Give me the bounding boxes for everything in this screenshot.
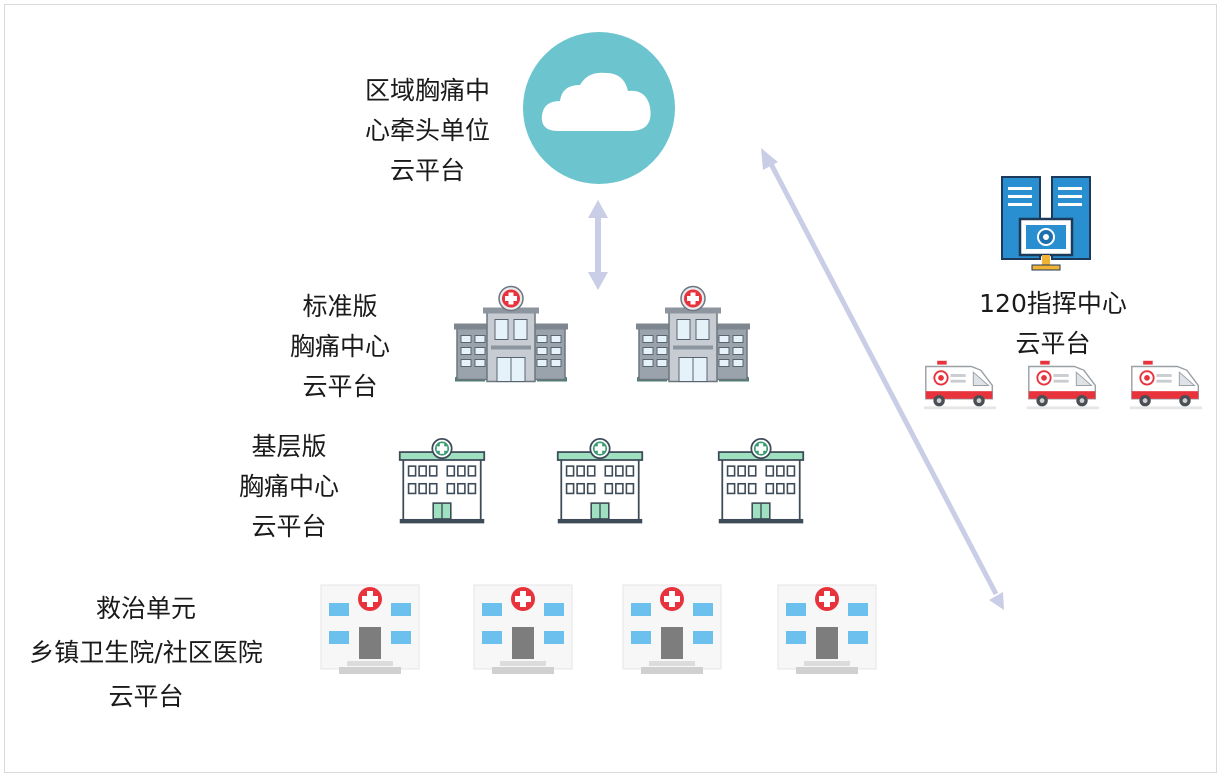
regional-tier-label: 区域胸痛中 心牵头单位 云平台 — [355, 71, 500, 191]
health-center-icon — [770, 579, 884, 679]
label-line: 云平台 — [251, 512, 327, 541]
clinic-building-icon — [556, 435, 644, 529]
label-line: 胸痛中心 — [289, 332, 390, 361]
diagram-frame — [4, 4, 1217, 773]
label-line: 云平台 — [1015, 329, 1091, 358]
ambulance-icon — [922, 358, 998, 412]
label-line: 基层版 — [251, 432, 327, 461]
label-line: 云平台 — [389, 156, 465, 185]
health-center-icon — [313, 579, 427, 679]
hospital-building-icon — [633, 283, 753, 388]
emergency-center-label: 120指挥中心 云平台 — [968, 284, 1138, 364]
clinic-building-icon — [398, 435, 486, 529]
label-line: 120指挥中心 — [979, 289, 1127, 318]
health-center-icon — [615, 579, 729, 679]
label-line: 乡镇卫生院/社区医院 — [29, 638, 263, 667]
label-line: 区域胸痛中 — [364, 76, 490, 105]
health-center-icon — [466, 579, 580, 679]
label-line: 心牵头单位 — [364, 116, 490, 145]
ambulance-icon — [1128, 358, 1204, 412]
label-line: 胸痛中心 — [238, 472, 339, 501]
cloud-icon — [522, 31, 676, 185]
clinic-building-icon — [717, 435, 805, 529]
rescue-tier-label: 救治单元 乡镇卫生院/社区医院 云平台 — [16, 587, 276, 719]
grassroots-tier-label: 基层版 胸痛中心 云平台 — [214, 427, 364, 547]
standard-tier-label: 标准版 胸痛中心 云平台 — [265, 287, 415, 407]
vertical-double-arrow — [588, 200, 608, 290]
ambulance-icon — [1025, 358, 1101, 412]
label-line: 云平台 — [108, 682, 184, 711]
server-monitor-icon — [998, 175, 1094, 275]
diagonal-double-arrow — [761, 148, 1004, 610]
label-line: 标准版 — [302, 292, 378, 321]
label-line: 云平台 — [302, 372, 378, 401]
label-line: 救治单元 — [95, 594, 196, 623]
hospital-building-icon — [451, 283, 571, 388]
